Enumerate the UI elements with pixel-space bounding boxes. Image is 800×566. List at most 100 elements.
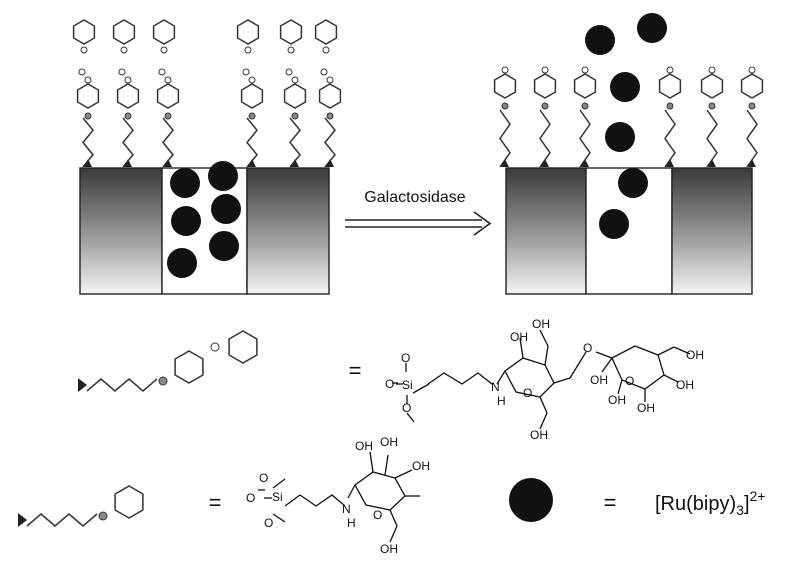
svg-text:Si: Si: [402, 378, 413, 392]
left-pore-wall: [79, 167, 163, 295]
legend-chain: [78, 330, 258, 392]
anchor-wedge: [291, 159, 299, 167]
linker-chain: [700, 66, 724, 168]
svg-text:OH: OH: [412, 459, 430, 473]
svg-text:OH: OH: [686, 348, 704, 362]
linker-bond: [289, 117, 301, 168]
glucose-ring: [76, 83, 100, 109]
cargo-formula: [Ru(bipy)3]2+: [655, 488, 765, 518]
linker-atom: [118, 68, 126, 76]
cargo-dots-left: [167, 161, 241, 278]
lactose-gates-left: [72, 19, 342, 168]
linker-chain: [72, 19, 100, 168]
linker-bond: [499, 109, 511, 168]
linker-chain: [152, 19, 180, 168]
glucose-ring: [700, 73, 724, 99]
cargo-dot: [170, 168, 200, 198]
galactose-ring: [236, 19, 260, 45]
anchor-wedge: [78, 378, 87, 392]
linker-bond: [26, 513, 98, 527]
ring-1: [114, 485, 144, 519]
glucose-ring: [318, 83, 342, 109]
linker-bond: [162, 117, 174, 168]
linker-atom: [248, 76, 256, 84]
cargo-dot: [167, 248, 197, 278]
cargo-dots-right: [585, 13, 667, 239]
linker-atom: [666, 102, 674, 110]
linker-atom: [501, 66, 509, 74]
linker-atom: [666, 66, 674, 74]
linker-atom: [244, 46, 252, 54]
cargo-dot: [610, 72, 640, 102]
linker-chain: [493, 66, 517, 168]
linker-atom: [541, 66, 549, 74]
galactose-ring: [112, 19, 136, 45]
anchor-wedge: [666, 159, 674, 167]
linker-atom: [291, 112, 299, 120]
glucose-ring: [573, 73, 597, 99]
anchor-wedge: [84, 159, 92, 167]
linker-bond: [324, 117, 336, 168]
svg-text:H: H: [347, 516, 356, 530]
svg-text:OH: OH: [590, 373, 608, 387]
ring-1: [174, 350, 204, 384]
cargo-dot: [605, 122, 635, 152]
svg-text:O: O: [246, 491, 255, 505]
linker-atom: [84, 112, 92, 120]
lactose-labels: O O Si O N H OH OH O OH O O OH OH OH OH …: [385, 317, 704, 442]
linker-atom: [285, 68, 293, 76]
lactose-structure: [392, 329, 691, 430]
svg-text:OH: OH: [608, 393, 626, 407]
svg-text:O: O: [401, 351, 410, 365]
linker-atom: [320, 68, 328, 76]
glucose-ring: [116, 83, 140, 109]
svg-text:N: N: [491, 380, 500, 394]
linker-bond: [746, 109, 758, 168]
linker-chain: [740, 66, 764, 168]
linker-chain: [279, 19, 307, 168]
svg-text:N: N: [342, 502, 351, 516]
lactose-chain-icon: [78, 330, 258, 392]
linker-atom: [242, 68, 250, 76]
glucose-ring: [533, 73, 557, 99]
closed-scaffold: [72, 19, 342, 295]
glucose-ring: [658, 73, 682, 99]
linker-atom: [541, 102, 549, 110]
linker-atom: [326, 112, 334, 120]
linker-atom: [748, 66, 756, 74]
galactose-ring: [72, 19, 96, 45]
svg-text:O: O: [264, 516, 273, 530]
cargo-legend-dot: [509, 478, 553, 522]
linker-atom: [287, 46, 295, 54]
open-scaffold: [493, 13, 764, 295]
formula-superscript: 2+: [750, 488, 766, 504]
linker-atom: [501, 102, 509, 110]
linker-atom: [164, 112, 172, 120]
anchor-wedge: [164, 159, 172, 167]
right-pore-wall-2: [671, 167, 753, 295]
linker-atom: [581, 66, 589, 74]
linker-bond: [122, 117, 134, 168]
linker-bond: [86, 378, 158, 392]
anchor-wedge: [326, 159, 334, 167]
linker-atom: [124, 76, 132, 84]
legend-glucose: = O O Si O N H OH OH OH O O: [18, 435, 430, 556]
svg-text:OH: OH: [637, 401, 655, 415]
cargo-dot: [171, 206, 201, 236]
glucose-ring: [156, 83, 180, 109]
svg-text:OH: OH: [380, 435, 398, 449]
linker-chain: [573, 66, 597, 168]
linker-chain: [236, 19, 264, 168]
linker-chain: [658, 66, 682, 168]
reaction-arrow: Galactosidase: [345, 189, 492, 236]
anchor-wedge: [748, 159, 756, 167]
linker-atom: [84, 76, 92, 84]
cargo-dot: [211, 194, 241, 224]
linker-chain: [112, 19, 140, 168]
svg-text:OH: OH: [530, 428, 548, 442]
linker-bond: [706, 109, 718, 168]
glucose-ring: [283, 83, 307, 109]
legend-lactose: =: [78, 317, 704, 442]
